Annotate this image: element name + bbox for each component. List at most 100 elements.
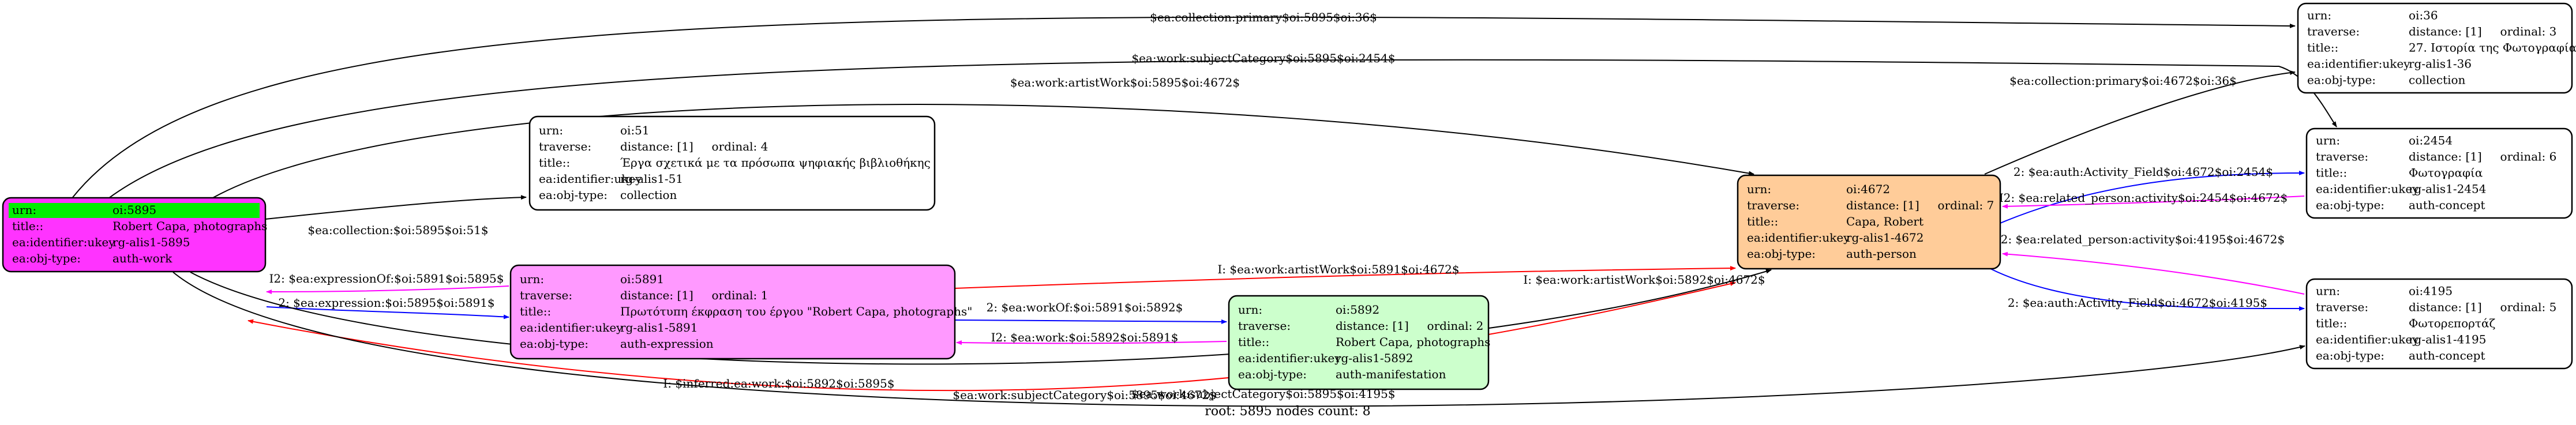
edge-line bbox=[103, 59, 2337, 202]
node-field-value: collection bbox=[620, 188, 677, 202]
edge-layer: $ea:collection:primary$oi:5895$oi:36$ $ea… bbox=[69, 10, 2337, 407]
node-box bbox=[2305, 278, 2573, 370]
node-box bbox=[1737, 174, 2001, 270]
node-field-value: oi:4195 bbox=[2409, 284, 2453, 298]
edge-line bbox=[1488, 281, 1736, 335]
node-field-key: ea:identifier:ukey bbox=[12, 235, 115, 249]
edge-line bbox=[954, 319, 1227, 324]
node-field-key: traverse: bbox=[1747, 198, 1799, 212]
node-field-key: urn: bbox=[1747, 182, 1771, 196]
node-field-value: rg-alis1-5895 bbox=[113, 235, 190, 249]
edge-e10: I: $ea:work:artistWork$oi:5892$oi:4672$ bbox=[1488, 273, 1765, 335]
edge-line bbox=[954, 266, 1736, 289]
edge-line bbox=[69, 16, 2296, 202]
edge-label: $ea:work:subjectCategory$oi:5895$oi:2454… bbox=[1131, 51, 1395, 65]
node-field-key: title:: bbox=[12, 219, 43, 233]
node-field-value: oi:36 bbox=[2409, 9, 2438, 22]
edge-e1: $ea:collection:primary$oi:5895$oi:36$ bbox=[69, 10, 2296, 202]
edge-line bbox=[265, 195, 527, 220]
edge-e18: 2: $ea:auth:Activity_Field$oi:4672$oi:41… bbox=[1990, 268, 2305, 311]
node-field-key: title:: bbox=[2316, 317, 2347, 330]
node-field-key: ea:obj-type: bbox=[1747, 247, 1816, 261]
node-field-value: collection bbox=[2409, 73, 2466, 87]
node-box bbox=[528, 115, 936, 211]
node-header-highlight bbox=[9, 203, 260, 218]
graph-footer: root: 5895 nodes count: 8 bbox=[1205, 404, 1370, 419]
node-field-value: distance: [1] ordinal: 5 bbox=[2409, 300, 2556, 314]
node-field-key: traverse: bbox=[2316, 150, 2368, 164]
node-field-value: auth-work bbox=[113, 251, 173, 265]
node-field-value: auth-concept bbox=[2409, 349, 2485, 363]
node-field-value: rg-alis1-51 bbox=[620, 172, 683, 186]
edge-e17: I2: $ea:related_person:activity$oi:4195$… bbox=[1996, 232, 2305, 295]
node-field-value: oi:4672 bbox=[1846, 182, 1890, 196]
edge-line bbox=[266, 306, 509, 319]
node-field-key: ea:identifier:ukey bbox=[539, 172, 642, 186]
node-field-key: title:: bbox=[520, 304, 551, 318]
edge-label: 2: $ea:expression:$oi:5895$oi:5891$ bbox=[278, 296, 494, 310]
node-field-key: ea:identifier:ukey bbox=[2316, 333, 2419, 347]
node-field-key: urn: bbox=[520, 272, 544, 286]
node-field-key: title:: bbox=[2316, 166, 2347, 180]
node-field-value: distance: [1] ordinal: 7 bbox=[1846, 198, 1994, 212]
node-field-key: title:: bbox=[1238, 335, 1269, 349]
node-field-key: traverse: bbox=[539, 140, 591, 153]
edge-label: 2: $ea:workOf:$oi:5891$oi:5892$ bbox=[987, 300, 1183, 314]
edge-e12: $ea:work:subjectCategory$oi:5895$oi:4672… bbox=[190, 269, 1772, 402]
edge-label: I2: $ea:related_person:activity$oi:2454$… bbox=[1999, 191, 2288, 205]
edge-line bbox=[2000, 171, 2305, 224]
node-field-key: ea:obj-type: bbox=[539, 188, 608, 202]
node-field-value: rg-alis1-36 bbox=[2409, 57, 2472, 71]
node-field-value: oi:5892 bbox=[1336, 303, 1379, 317]
node-4672[interactable]: urn: oi:4672 traverse: distance: [1] ordina… bbox=[1737, 174, 2001, 270]
edge-e8: 2: $ea:workOf:$oi:5891$oi:5892$ bbox=[954, 300, 1227, 324]
node-field-key: ea:obj-type: bbox=[2307, 73, 2376, 87]
edge-line bbox=[2002, 195, 2305, 209]
node-field-value: Φωτογραφία bbox=[2409, 166, 2483, 180]
node-field-value: auth-manifestation bbox=[1336, 367, 1446, 381]
node-field-key: ea:obj-type: bbox=[2316, 198, 2384, 212]
node-field-key: title:: bbox=[2307, 41, 2338, 55]
edge-e5: I2: $ea:expressionOf:$oi:5891$oi:5895$ bbox=[266, 272, 509, 294]
edge-line bbox=[1984, 70, 2296, 175]
node-field-key: ea:obj-type: bbox=[2316, 349, 2384, 363]
node-field-value: distance: [1] ordinal: 4 bbox=[620, 140, 768, 153]
edge-label: 2: $ea:auth:Activity_Field$oi:4672$oi:41… bbox=[2008, 296, 2267, 310]
edge-label: I: $ea:work:artistWork$oi:5891$oi:4672$ bbox=[1217, 262, 1459, 276]
node-field-key: ea:obj-type: bbox=[520, 337, 588, 351]
edge-e11: I: $inferred:ea:work:$oi:5892$oi:5895$ bbox=[248, 319, 1258, 392]
edge-line bbox=[2002, 251, 2305, 295]
node-box bbox=[509, 264, 956, 360]
node-field-value: Robert Capa, photographs bbox=[1336, 335, 1490, 349]
node-field-key: ea:identifier:ukey bbox=[2307, 57, 2410, 71]
node-field-key: urn: bbox=[1238, 303, 1262, 317]
edge-line bbox=[190, 269, 1772, 365]
node-field-key: traverse: bbox=[2316, 300, 2368, 314]
edge-label: I2: $ea:expressionOf:$oi:5891$oi:5895$ bbox=[269, 272, 504, 285]
node-field-value: distance: [1] ordinal: 3 bbox=[2409, 25, 2556, 39]
node-field-value: oi:51 bbox=[620, 123, 650, 137]
node-field-key: ea:identifier:ukey bbox=[520, 321, 623, 334]
node-field-value: 27. Ιστορία της Φωτογραφίας bbox=[2409, 41, 2576, 55]
edge-e9: I2: $ea:work:$oi:5892$oi:5891$ bbox=[956, 330, 1227, 345]
node-field-value: auth-concept bbox=[2409, 198, 2485, 212]
node-field-value: auth-person bbox=[1846, 247, 1917, 261]
node-field-key: ea:obj-type: bbox=[12, 251, 81, 265]
node-box bbox=[1228, 295, 1490, 390]
node-field-value: Έργα σχετικά με τα πρόσωπα ψηφιακής βιβλ… bbox=[620, 156, 931, 170]
node-field-key: traverse: bbox=[2307, 25, 2360, 39]
edge-e14: $ea:collection:primary$oi:4672$oi:36$ bbox=[1984, 70, 2296, 175]
node-field-key: traverse: bbox=[1238, 319, 1291, 333]
node-field-value: Πρωτότυπη έκφραση του έργου "Robert Capa… bbox=[620, 304, 973, 318]
edge-label: $ea:collection:primary$oi:5895$oi:36$ bbox=[1150, 10, 1377, 24]
node-field-value: rg-alis1-4672 bbox=[1846, 231, 1923, 245]
